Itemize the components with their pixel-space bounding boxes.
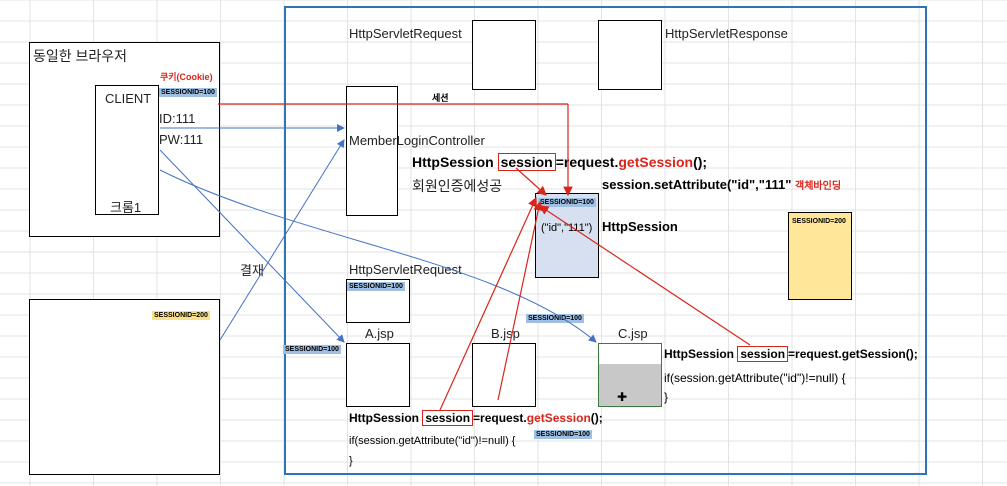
a-code-line3: } (349, 455, 353, 467)
c-code-type: HttpSession (664, 347, 738, 361)
code-line1-end: (); (693, 154, 708, 170)
code-line1-method: getSession (618, 154, 694, 170)
object-binding-label: 객체바인딩 (795, 181, 842, 192)
c-jsp-label: C.jsp (618, 326, 648, 341)
session-object-tag: SESSIONID=100 (538, 198, 596, 207)
browser-title: 동일한 브라우저 (33, 48, 128, 64)
code-line1-type: HttpSession (412, 154, 498, 170)
c-code-rest: =request.getSession(); (788, 347, 918, 361)
payment-label: 결재 (240, 263, 264, 278)
cursor-crosshair-icon: ✚ (617, 390, 628, 404)
a-jsp-left-tag: SESSIONID=100 (283, 345, 341, 354)
cookie-label: 쿠키(Cookie) (160, 72, 213, 82)
browser2-box (29, 299, 220, 475)
session-object-label: HttpSession (602, 219, 678, 234)
request-top-label: HttpServletRequest (349, 26, 462, 41)
a-jsp-label: A.jsp (365, 326, 394, 341)
c-jsp-box: ✚ (598, 343, 662, 407)
a-jsp-box (346, 343, 410, 407)
id-line: ID:111 (159, 111, 196, 126)
controller-box (346, 86, 398, 216)
a-code-mid: =request. (473, 411, 527, 425)
a-code-var: session (422, 410, 474, 426)
session-label: 세션 (432, 93, 449, 103)
code-line1-var: session (497, 153, 556, 171)
code-line1-mid: =request. (555, 154, 619, 170)
a-code-type: HttpSession (349, 411, 423, 425)
c-code-var: session (737, 346, 789, 362)
c-code-line3: } (664, 390, 669, 404)
success-text: 회원인증에성공 (412, 178, 503, 194)
c-code-line2: if(session.getAttribute("id")!=null) { (664, 371, 846, 385)
client-sessionid-tag: SESSIONID=100 (159, 88, 217, 97)
a-code-method: getSession (526, 411, 591, 425)
session-200-tag: SESSIONID=200 (792, 218, 846, 225)
chrome-label: 크롬1 (110, 200, 142, 215)
controller-label: MemberLoginController (349, 133, 485, 148)
request-top-box (472, 20, 536, 90)
set-attribute-line: session.setAttribute("id","111" 객체바인딩 (602, 177, 841, 192)
b-jsp-bottom-tag: SESSIONID=100 (534, 430, 592, 439)
session-object-value: ("id","111") (541, 222, 593, 234)
response-top-label: HttpServletResponse (665, 26, 788, 41)
c-arrow-tag: SESSIONID=100 (526, 314, 584, 323)
set-attribute-code: session.setAttribute("id","111" (602, 177, 792, 192)
pw-line: PW:111 (159, 132, 204, 147)
c-jsp-selection (599, 364, 661, 406)
code-line1: HttpSession session=request.getSession()… (412, 153, 708, 171)
client-label: CLIENT (105, 91, 152, 106)
b-jsp-label: B.jsp (491, 326, 520, 341)
browser2-sessionid-tag: SESSIONID=200 (152, 311, 210, 320)
a-code-line2: if(session.getAttribute("id")!=null) { (349, 435, 516, 447)
b-jsp-box (472, 343, 536, 407)
a-code-line1: HttpSession session=request.getSession()… (349, 410, 603, 426)
session-200-box (788, 212, 852, 300)
request-mid-tag: SESSIONID=100 (347, 282, 405, 291)
request-mid-label: HttpServletRequest (349, 262, 462, 277)
c-code-line1: HttpSession session=request.getSession()… (664, 346, 918, 362)
a-code-end: (); (590, 411, 603, 425)
client-box (95, 85, 159, 215)
response-top-box (598, 20, 662, 90)
